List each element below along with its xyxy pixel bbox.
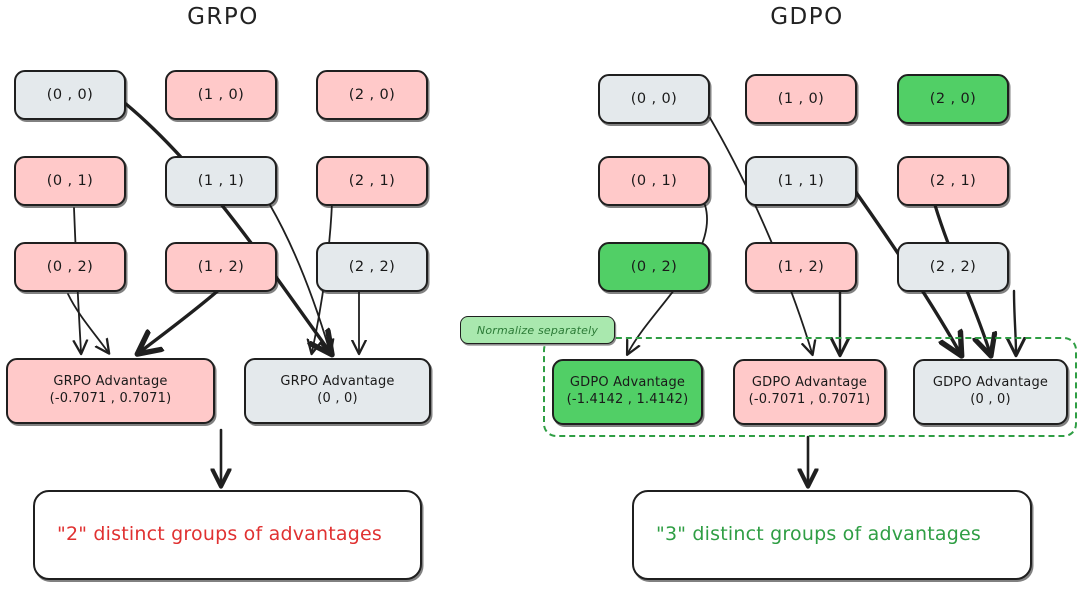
- left-cell-1-0[interactable]: (1 , 0): [165, 70, 277, 120]
- left-panel-title: GRPO: [187, 4, 259, 30]
- grpo-advantage-pink[interactable]: GRPO Advantage (-0.7071 , 0.7071): [6, 358, 215, 424]
- left-cell-0-1[interactable]: (0 , 1): [14, 156, 126, 206]
- right-cell-2-0[interactable]: (2 , 0): [897, 74, 1009, 124]
- grpo-advantage-gray[interactable]: GRPO Advantage (0 , 0): [244, 358, 431, 424]
- left-cell-2-2[interactable]: (2 , 2): [316, 242, 428, 292]
- right-cell-0-1[interactable]: (0 , 1): [598, 156, 710, 206]
- normalize-separately-badge: Normalize separately: [460, 316, 615, 344]
- right-cell-1-0[interactable]: (1 , 0): [745, 74, 857, 124]
- normalize-separately-group: [543, 337, 1077, 437]
- gdpo-advantage-green-value: (-1.4142 , 1.4142): [566, 392, 689, 407]
- left-cell-2-1[interactable]: (2 , 1): [316, 156, 428, 206]
- gdpo-advantage-gray[interactable]: GDPO Advantage (0 , 0): [913, 359, 1068, 425]
- left-cell-1-1[interactable]: (1 , 1): [165, 156, 277, 206]
- grpo-advantage-gray-title: GRPO Advantage: [280, 374, 395, 390]
- gdpo-advantage-pink[interactable]: GDPO Advantage (-0.7071 , 0.7071): [733, 359, 886, 425]
- gdpo-advantage-green-title: GDPO Advantage: [569, 375, 686, 391]
- right-panel-title: GDPO: [770, 4, 844, 30]
- grpo-advantage-gray-value: (0 , 0): [317, 391, 358, 406]
- gdpo-advantage-pink-value: (-0.7071 , 0.7071): [748, 392, 871, 407]
- left-cell-2-0[interactable]: (2 , 0): [316, 70, 428, 120]
- gdpo-summary-box[interactable]: "3" distinct groups of advantages: [632, 490, 1032, 580]
- right-cell-2-1[interactable]: (2 , 1): [897, 156, 1009, 206]
- grpo-advantage-pink-value: (-0.7071 , 0.7071): [49, 391, 172, 406]
- left-cell-1-2[interactable]: (1 , 2): [165, 242, 277, 292]
- right-cell-0-0[interactable]: (0 , 0): [598, 74, 710, 124]
- right-cell-1-1[interactable]: (1 , 1): [745, 156, 857, 206]
- gdpo-advantage-green[interactable]: GDPO Advantage (-1.4142 , 1.4142): [552, 359, 703, 425]
- gdpo-advantage-gray-value: (0 , 0): [970, 392, 1011, 407]
- right-cell-2-2[interactable]: (2 , 2): [897, 242, 1009, 292]
- right-cell-1-2[interactable]: (1 , 2): [745, 242, 857, 292]
- left-cell-0-0[interactable]: (0 , 0): [14, 70, 126, 120]
- gdpo-advantage-pink-title: GDPO Advantage: [751, 375, 868, 391]
- left-cell-0-2[interactable]: (0 , 2): [14, 242, 126, 292]
- grpo-advantage-pink-title: GRPO Advantage: [53, 374, 168, 390]
- right-cell-0-2[interactable]: (0 , 2): [598, 242, 710, 292]
- gdpo-advantage-gray-title: GDPO Advantage: [932, 375, 1049, 391]
- grpo-summary-box[interactable]: "2" distinct groups of advantages: [33, 490, 422, 580]
